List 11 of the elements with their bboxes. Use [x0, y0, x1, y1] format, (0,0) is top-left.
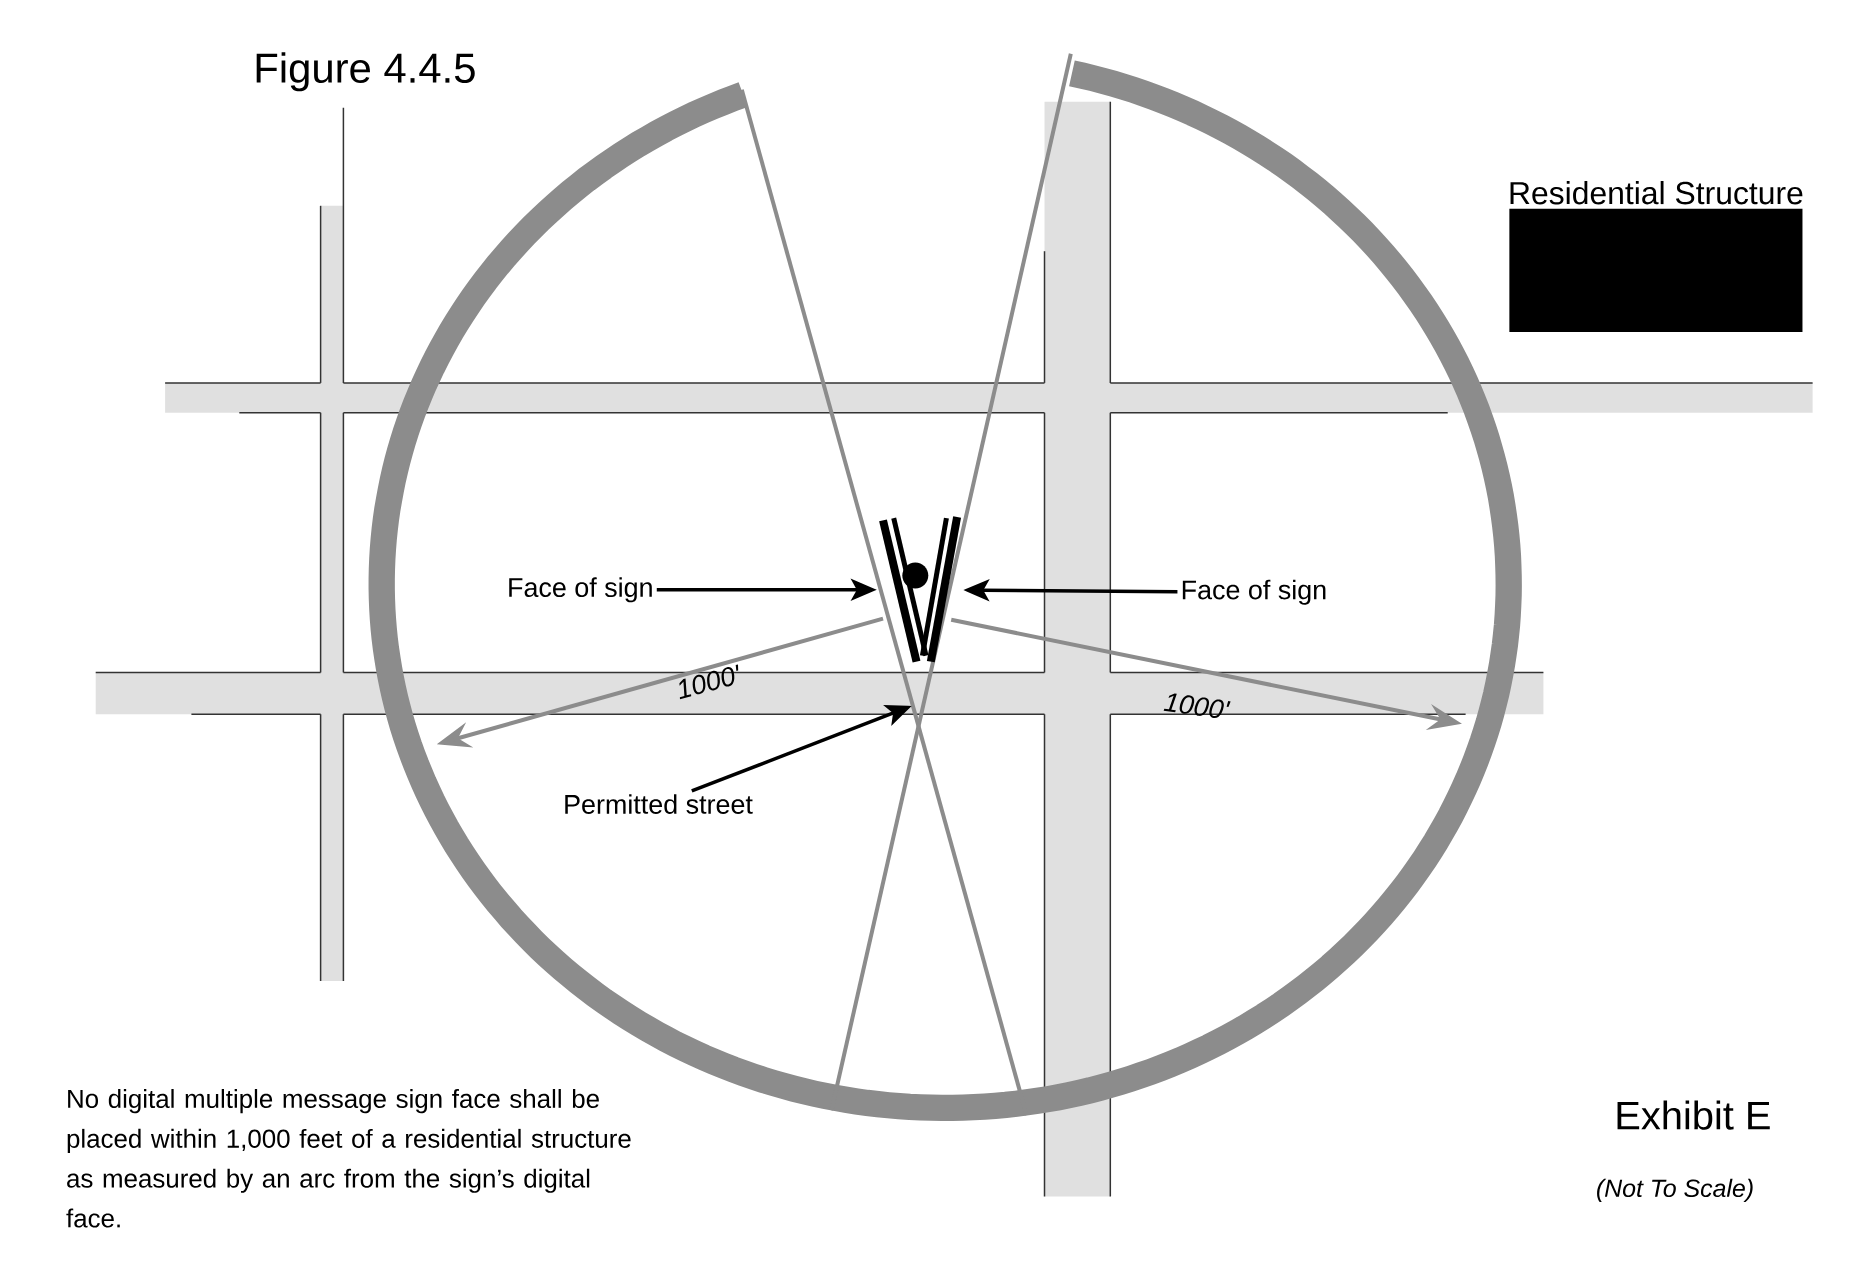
- residential-structure-box: Residential Structure: [1509, 181, 1803, 332]
- dimension-label: 1000': [679, 664, 739, 700]
- callout-text: Face of sign: [509, 577, 652, 603]
- scale-note: (Not To Scale): [1597, 1178, 1753, 1202]
- dimension-label: 1000': [1163, 693, 1231, 719]
- node-label: Residential Structure: [1510, 181, 1803, 205]
- callout-text: Face of sign: [1182, 579, 1326, 605]
- exhibit-label: Exhibit E: [1617, 1100, 1770, 1130]
- note-text: No digital multiple message sign face shall be placed within 1,000 feet of a residential structure as measured by an arc from the sign’s digital face.: [66, 1089, 631, 1228]
- callout-text: Permitted street: [565, 794, 753, 814]
- figure-title: Figure 4.4.5: [256, 52, 475, 92]
